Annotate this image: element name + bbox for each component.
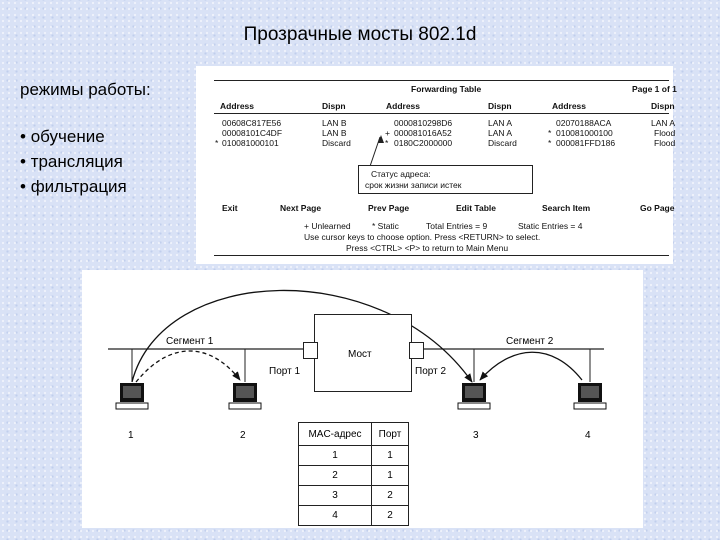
address-cell: 000081016A52 [394,128,452,138]
dispn-cell: Flood [654,138,676,148]
column-header: Address [386,101,421,111]
column-header: Dispn [488,101,512,111]
address-cell: 00008101C4DF [222,128,283,138]
static-entries: Static Entries = 4 [518,221,583,231]
legend-static: * Static [372,221,399,231]
menu-item-edit-table[interactable]: Edit Table [456,203,496,213]
table-title: Forwarding Table [411,84,482,94]
address-cell: 0000810298D6 [394,118,453,128]
host-label: 2 [240,430,246,441]
port-2-label: Порт 2 [415,366,447,377]
menu-item-next-page[interactable]: Next Page [280,203,322,213]
modes-heading: режимы работы: [20,80,151,99]
column-header: MAC-адрес [298,422,372,446]
top-rule [214,80,669,81]
frame-arrow-seg2 [479,351,583,381]
bottom-rule [214,255,669,256]
bridge-network-diagram: Сегмент 1 Сегмент 2 Мост Порт 1 Порт 2 1… [82,270,643,528]
total-entries: Total Entries = 9 [426,221,488,231]
pc-icon [457,383,491,410]
legend-unlearned: + Unlearned [304,221,351,231]
port-2 [409,342,424,359]
port-1-label: Порт 1 [269,366,301,377]
column-header: Address [552,101,587,111]
dispn-cell: LAN A [488,128,513,138]
mac-address-table: MAC-адрес Порт 1 1 2 1 3 2 4 2 [298,422,409,526]
callout-line: срок жизни записи истек [365,180,462,190]
pc-icon [228,383,262,410]
table-row: 3 2 [298,485,409,506]
mode-item: обучение [20,124,127,149]
help-text: Use cursor keys to choose option. Press … [304,232,541,242]
address-cell: 0180C2000000 [394,138,453,148]
port-cell: 2 [371,505,409,526]
host-label: 3 [473,430,479,441]
help-text: Press <CTRL> <P> to return to Main Menu [346,243,509,253]
mac-cell: 4 [298,505,372,526]
pc-icon [115,383,149,410]
segment-2-label: Сегмент 2 [506,336,554,347]
port-cell: 1 [371,465,409,486]
modes-list: обучение трансляция фильтрация [20,124,127,199]
static-mark: * [385,138,389,148]
column-header: Address [220,101,255,111]
unlearned-mark: + [385,128,390,138]
address-status-callout: Статус адреса: срок жизни записи истек [358,165,533,194]
mode-item: фильтрация [20,174,127,199]
frame-arrow-long [131,289,473,383]
dispn-cell: Discard [322,138,351,148]
dispn-cell: LAN B [322,128,347,138]
table-header-row: MAC-адрес Порт [298,422,409,446]
dispn-cell: LAN B [322,118,347,128]
menu-item-go-page[interactable]: Go Page [640,203,675,213]
dispn-cell: LAN A [488,118,513,128]
page-indicator: Page 1 of 1 [632,84,677,94]
column-header: Dispn [651,101,675,111]
mac-cell: 3 [298,485,372,506]
table-row: 2 1 [298,465,409,486]
static-mark: * [548,128,552,138]
address-cell: 010081000101 [222,138,279,148]
dispn-cell: Flood [654,128,676,138]
static-mark: * [548,138,552,148]
mac-cell: 2 [298,465,372,486]
frame-arrow-seg1 [135,350,241,383]
forwarding-table-screen: Forwarding Table Page 1 of 1 Address Dis… [196,66,677,264]
host-label: 1 [128,430,134,441]
menu-item-exit[interactable]: Exit [222,203,238,213]
dispn-cell: Discard [488,138,517,148]
table-row: 4 2 [298,505,409,526]
address-cell: 00608C817E56 [222,118,282,128]
header-rule [214,113,669,114]
callout-line: Статус адреса: [371,169,431,179]
menu-item-prev-page[interactable]: Prev Page [368,203,410,213]
menu-item-search-item[interactable]: Search Item [542,203,591,213]
port-cell: 1 [371,445,409,466]
table-row: 1 1 [298,445,409,466]
mode-item: трансляция [20,149,127,174]
slide-title: Прозрачные мосты 802.1d [243,24,477,45]
address-cell: 000081FFD186 [556,138,616,148]
column-header: Порт [371,422,409,446]
pc-icon [573,383,607,410]
static-mark: * [215,138,219,148]
address-cell: 010081000100 [556,128,613,138]
dispn-cell: LAN A [651,118,676,128]
bridge-label: Мост [348,349,372,360]
port-cell: 2 [371,485,409,506]
segment-1-label: Сегмент 1 [166,336,214,347]
port-1 [303,342,318,359]
column-header: Dispn [322,101,346,111]
address-cell: 02070188ACA [556,118,612,128]
mac-cell: 1 [298,445,372,466]
host-label: 4 [585,430,591,441]
